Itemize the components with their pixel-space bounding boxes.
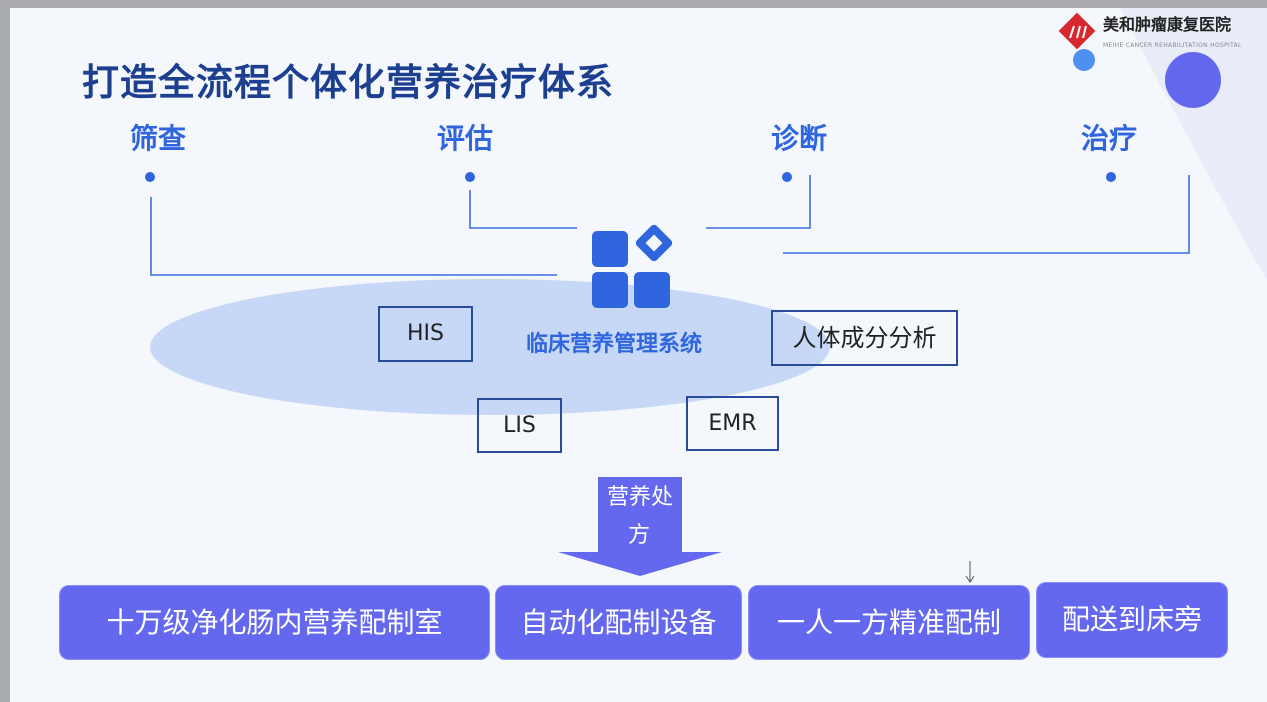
apps-grid-icon	[592, 224, 673, 308]
line-screening	[150, 197, 557, 276]
step-screening: 筛查	[130, 122, 187, 155]
center-system-label: 临床营养管理系统	[526, 332, 703, 357]
step-dot	[145, 172, 155, 182]
arrow-label-line1: 营养处	[607, 485, 674, 510]
connector-lines	[150, 175, 1190, 276]
left-bar	[0, 0, 10, 702]
bottom-box-automation: 自动化配制设备	[495, 585, 742, 660]
step-dot	[1106, 172, 1116, 182]
logo-mark	[1058, 12, 1096, 50]
prescription-arrow	[558, 477, 722, 576]
system-box-his: HIS	[378, 306, 473, 362]
line-treatment	[783, 175, 1190, 254]
line-diagnosis	[706, 175, 811, 229]
decorative-arc	[1120, 8, 1267, 280]
step-assessment: 评估	[437, 122, 494, 155]
top-bar	[0, 0, 1267, 8]
line-assessment	[469, 190, 577, 229]
step-dot	[465, 172, 475, 182]
decorative-circle-small	[1073, 49, 1095, 71]
bottom-box-clean-room: 十万级净化肠内营养配制室	[59, 585, 490, 660]
small-down-arrow-icon	[965, 561, 975, 583]
system-ellipse	[150, 279, 830, 415]
bottom-box-delivery: 配送到床旁	[1036, 582, 1228, 658]
bottom-box-precise: 一人一方精准配制	[748, 585, 1030, 660]
system-box-emr: EMR	[686, 396, 779, 451]
logo-subtitle: MEIHE CANCER REHABILITATION HOSPITAL	[1103, 42, 1242, 49]
arrow-label-line2: 方	[628, 523, 651, 548]
system-box-body-composition: 人体成分分析	[771, 310, 958, 366]
page-title: 打造全流程个体化营养治疗体系	[82, 61, 614, 104]
step-diagnosis: 诊断	[771, 122, 828, 155]
system-box-lis: LIS	[477, 398, 562, 453]
logo-name: 美和肿瘤康复医院	[1103, 15, 1232, 34]
step-dot	[782, 172, 792, 182]
decorative-circle-large	[1165, 52, 1221, 108]
step-treatment: 治疗	[1081, 122, 1138, 155]
